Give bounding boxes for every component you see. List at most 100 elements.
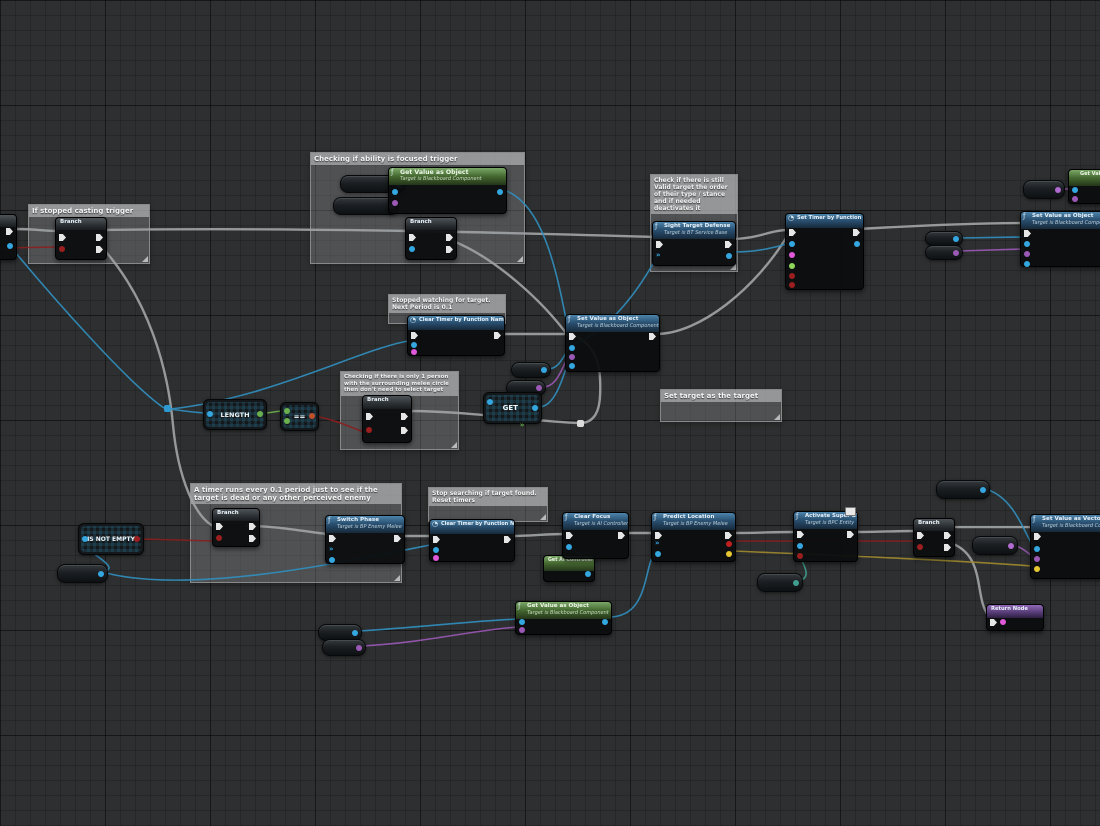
node-branch-1[interactable]: Branch [55, 217, 107, 260]
condition-pin[interactable] [59, 246, 65, 252]
false-exec-pin[interactable] [249, 535, 256, 542]
node-clear-timer-by-function-name-1[interactable]: ◔ Clear Timer by Function Name [407, 315, 505, 356]
vector-in-pin[interactable] [1034, 566, 1040, 572]
exec-out-pin[interactable] [494, 332, 501, 339]
true-exec-pin[interactable] [401, 413, 408, 420]
node-get-value-as-object-2[interactable]: ƒ Get Value as Object Target is Blackboa… [515, 601, 612, 635]
int-a-pin[interactable] [284, 408, 290, 414]
class-out-pin[interactable] [953, 250, 959, 256]
exec-in-pin[interactable] [655, 532, 662, 539]
object-in-pin[interactable] [797, 543, 803, 549]
node-clear-timer-by-function-name-2[interactable]: ◔ Clear Timer by Function Name [429, 519, 515, 562]
false-exec-pin[interactable] [944, 544, 951, 551]
bool-in-pin[interactable] [797, 553, 803, 559]
object-out-pin[interactable] [980, 487, 986, 493]
exec-out-pin[interactable] [618, 532, 625, 539]
reroute-node[interactable] [164, 405, 171, 412]
object-out-pin[interactable] [98, 571, 104, 577]
node-offscreen-left[interactable] [0, 214, 17, 260]
variable-pill-teal[interactable] [757, 573, 803, 592]
value-in-pin[interactable] [1000, 619, 1006, 625]
exec-out-pin[interactable] [649, 333, 656, 340]
exec-in-pin[interactable] [917, 532, 924, 539]
condition-pin[interactable] [917, 544, 923, 550]
class-out-pin[interactable] [1008, 543, 1014, 549]
exec-in-pin[interactable] [789, 229, 796, 236]
exec-in-pin[interactable] [411, 332, 418, 339]
variable-pill-class[interactable] [925, 245, 963, 260]
node-set-value-as-object-mid[interactable]: ƒ Set Value as Object Target is Blackboa… [565, 314, 660, 372]
reroute-node[interactable] [577, 420, 584, 427]
bool-pin[interactable] [789, 282, 795, 288]
node-get-ai-controller[interactable]: Get AI Controller [543, 555, 595, 582]
array-in-pin[interactable] [82, 536, 88, 542]
return-value-pin[interactable] [854, 241, 860, 247]
key-pin[interactable] [1024, 251, 1030, 257]
exec-in-pin[interactable] [656, 241, 663, 248]
true-exec-pin[interactable] [96, 234, 103, 241]
class-out-pin[interactable] [356, 645, 362, 651]
exec-out-pin[interactable] [853, 229, 860, 236]
object-out-pin[interactable] [953, 236, 959, 242]
node-set-timer-by-function-name[interactable]: ◔ Set Timer by Function Name [785, 213, 864, 290]
object-in-pin[interactable] [1034, 546, 1040, 552]
int-b-pin[interactable] [284, 418, 290, 424]
object-in-pin[interactable] [569, 345, 575, 351]
function-name-pin[interactable] [789, 252, 795, 258]
exec-out-pin[interactable] [504, 536, 511, 543]
key-pin[interactable] [569, 354, 575, 360]
object-in-pin[interactable] [329, 557, 335, 563]
exec-in-pin[interactable] [566, 532, 573, 539]
object-out-pin[interactable] [352, 630, 358, 636]
target-in-pin[interactable]: » [655, 540, 660, 547]
length-out-pin[interactable] [257, 411, 263, 417]
object-in-pin[interactable] [1024, 241, 1030, 247]
key-pin[interactable] [1034, 556, 1040, 562]
exec-in-pin[interactable] [797, 531, 804, 538]
value-pin[interactable] [569, 363, 575, 369]
object-out-pin[interactable] [793, 580, 799, 586]
exec-out-pin[interactable] [6, 228, 13, 235]
index-in-pin[interactable]: » [520, 422, 525, 429]
variable-pill-object[interactable] [511, 362, 551, 378]
node-get-value-as-object-edge[interactable]: Get Value as Object [1068, 169, 1100, 204]
class-in-pin[interactable] [519, 627, 525, 633]
node-branch-3[interactable]: Branch [362, 395, 412, 443]
object-in-pin[interactable] [433, 547, 439, 553]
variable-pill-object[interactable] [936, 480, 990, 499]
item-out-pin[interactable] [532, 405, 538, 411]
node-clear-focus[interactable]: ƒ Clear Focus Target is AI Controller [562, 512, 629, 559]
variable-pill-object[interactable] [57, 564, 108, 583]
object-in-pin[interactable] [655, 551, 661, 557]
exec-out-pin[interactable] [725, 241, 732, 248]
looping-pin[interactable] [789, 273, 795, 279]
node-return[interactable]: Return Node [986, 604, 1044, 631]
exec-in-pin[interactable] [329, 535, 336, 542]
target-in-pin[interactable]: » [329, 546, 334, 553]
variable-pill-class[interactable] [322, 639, 366, 656]
object-in-pin[interactable] [411, 342, 417, 348]
node-branch-5[interactable]: Branch [913, 518, 955, 557]
object-in-pin[interactable] [789, 241, 795, 247]
false-exec-pin[interactable] [446, 246, 453, 253]
exec-in-pin[interactable] [366, 413, 373, 420]
object-in-pin[interactable]: » [656, 252, 661, 259]
exec-in-pin[interactable] [1034, 533, 1041, 540]
exec-in-pin[interactable] [569, 333, 576, 340]
exec-in-pin[interactable] [1024, 230, 1031, 237]
object-in-pin[interactable] [392, 189, 398, 195]
exec-in-pin[interactable] [59, 234, 66, 241]
vector-out-pin[interactable] [726, 551, 732, 557]
array-in-pin[interactable] [207, 411, 213, 417]
exec-out-pin[interactable] [847, 531, 854, 538]
node-is-not-empty[interactable]: IS NOT EMPTY [78, 523, 144, 555]
condition-pin[interactable] [216, 535, 222, 541]
node-equals[interactable]: == [280, 402, 319, 431]
class-out-pin[interactable] [1055, 187, 1061, 193]
bool-out-pin[interactable] [309, 413, 315, 419]
object-out-pin[interactable] [726, 253, 732, 259]
time-pin[interactable] [789, 263, 795, 269]
node-switch-phase[interactable]: ƒ Switch Phase Target is BP Enemy Melee … [325, 515, 405, 564]
target-in-pin[interactable] [566, 544, 572, 550]
